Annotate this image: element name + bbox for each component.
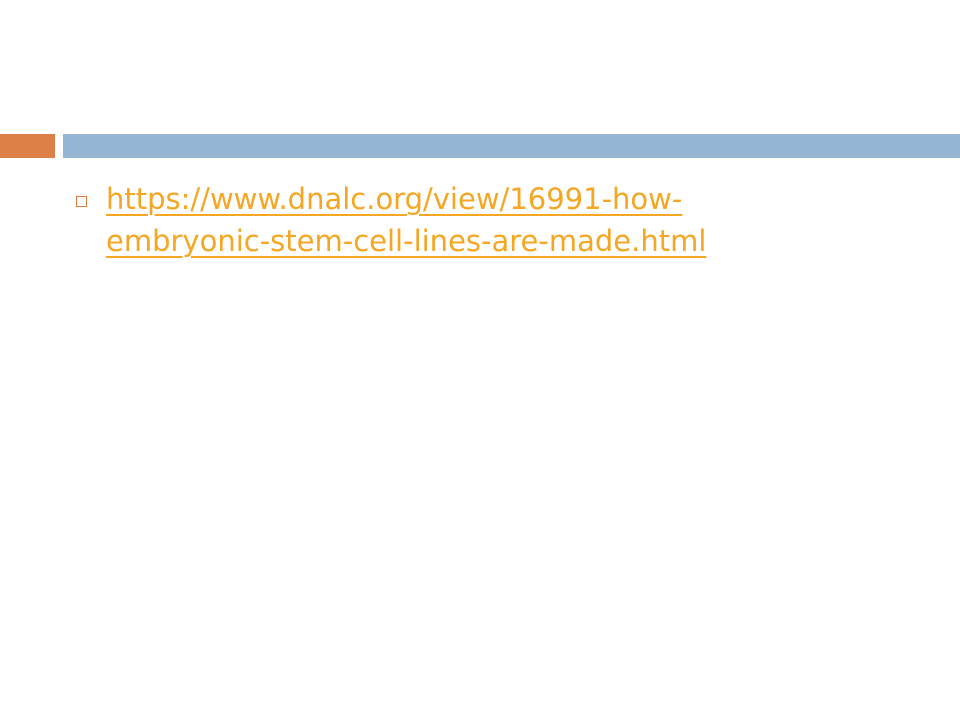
link-line-2: embryonic-stem-cell-lines-are-made.html xyxy=(106,224,707,258)
dnalc-video-link[interactable]: https://www.dnalc.org/view/16991-how- em… xyxy=(106,178,926,262)
link-line-1: https://www.dnalc.org/view/16991-how- xyxy=(106,182,683,216)
accent-bar xyxy=(0,134,55,158)
square-bullet-icon xyxy=(76,196,87,207)
header-bar xyxy=(63,134,960,158)
